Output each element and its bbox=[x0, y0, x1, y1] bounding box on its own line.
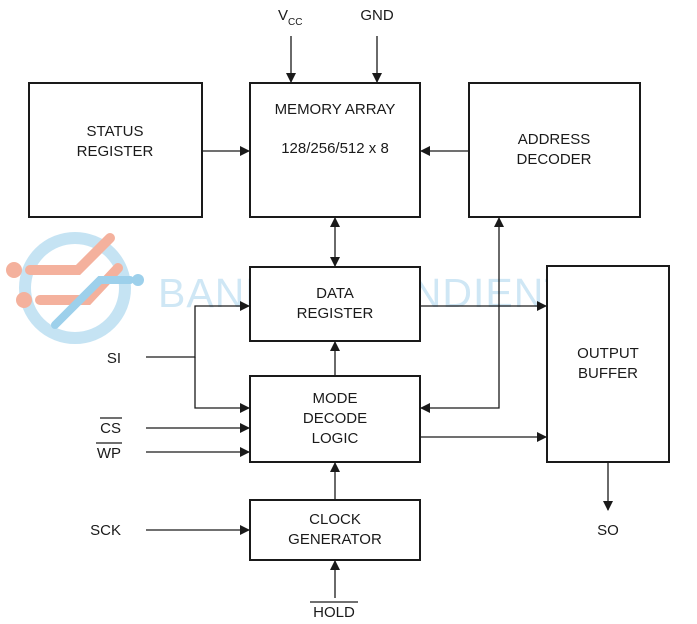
address-decoder-label-2: DECODER bbox=[516, 151, 591, 168]
address-decoder-block bbox=[468, 82, 641, 218]
address-decoder-label-1: ADDRESS bbox=[518, 131, 591, 148]
vcc-pin-label: VCC bbox=[278, 7, 302, 28]
decoder-mode-link-arrow bbox=[420, 217, 504, 413]
si-pin-label: SI bbox=[107, 350, 121, 367]
gnd-pin-label: GND bbox=[360, 7, 394, 24]
memory-array-size: 128/256/512 x 8 bbox=[281, 140, 389, 157]
wp-pin-label: WP bbox=[97, 445, 121, 462]
output-buffer-label-2: BUFFER bbox=[578, 365, 638, 382]
mode-decode-label-1: MODE bbox=[313, 390, 358, 407]
mode-decode-logic-block bbox=[249, 375, 421, 463]
output-buffer-label-1: OUTPUT bbox=[577, 345, 639, 362]
status-register-block bbox=[28, 82, 203, 218]
data-register-block bbox=[249, 266, 421, 342]
cs-pin-label: CS bbox=[100, 420, 121, 437]
clock-generator-label-2: GENERATOR bbox=[288, 531, 382, 548]
data-register-label-1: DATA bbox=[316, 285, 354, 302]
mode-decode-label-2: DECODE bbox=[303, 410, 367, 427]
output-buffer-block bbox=[546, 265, 670, 463]
memory-array-label: MEMORY ARRAY bbox=[275, 101, 396, 118]
clock-generator-block bbox=[249, 499, 421, 561]
sck-pin-label: SCK bbox=[90, 522, 121, 539]
si-to-data-register-wire bbox=[146, 301, 250, 358]
mode-decode-label-3: LOGIC bbox=[312, 430, 359, 447]
vcc-main: V bbox=[278, 7, 288, 24]
status-register-label-1: STATUS bbox=[87, 123, 144, 140]
so-pin-label: SO bbox=[597, 522, 619, 539]
watermark-logo bbox=[6, 232, 144, 344]
clock-generator-label-1: CLOCK bbox=[309, 511, 361, 528]
vcc-subscript: CC bbox=[288, 17, 302, 28]
hold-pin-label: HOLD bbox=[313, 604, 355, 621]
data-register-label-2: REGISTER bbox=[297, 305, 374, 322]
status-register-label-2: REGISTER bbox=[77, 143, 154, 160]
memory-array-block bbox=[249, 82, 421, 218]
si-to-mode-decode-wire bbox=[194, 357, 250, 413]
